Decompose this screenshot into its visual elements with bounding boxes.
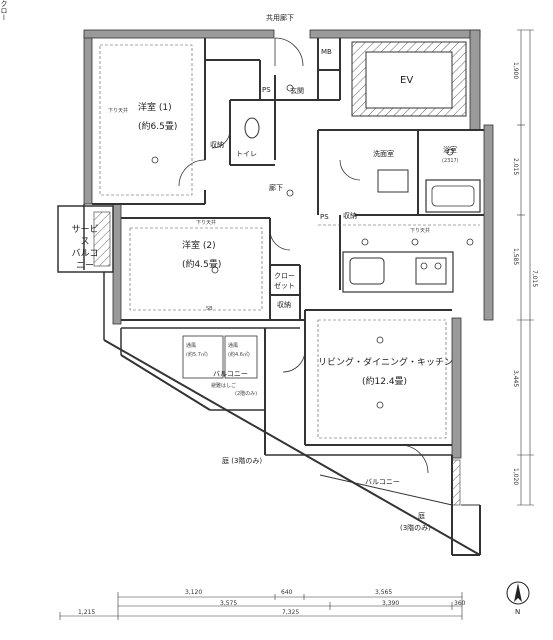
compass-label: N xyxy=(515,608,521,616)
garden-lower-label-a: 庭 xyxy=(418,512,425,520)
ps-mid-label: PS xyxy=(320,213,329,221)
closet-top-label: クロー xyxy=(0,0,8,21)
dim-top-1: 3,120 xyxy=(185,589,203,596)
ceiling-note-3: 下り天井 xyxy=(410,228,431,234)
balcony-upper-label: バルコニー xyxy=(213,370,248,378)
garden-upper-label: 庭 (3階のみ) xyxy=(222,457,263,465)
service-balcony-label-b: バルコニー xyxy=(71,249,99,271)
corridor-label: 廊下 xyxy=(269,184,283,192)
compass-icon xyxy=(506,581,530,605)
storage-toilet-label: 収納 xyxy=(210,141,224,149)
ldk-label: リビング・ダイニング・キッチン xyxy=(318,358,454,368)
dim-right-1: 1,900 xyxy=(512,62,519,80)
toilet-fixture xyxy=(244,117,260,139)
service-balcony-label: サービス バルコニー xyxy=(71,224,99,272)
shoji-lower-size: (約4.6㎡) xyxy=(228,352,250,358)
wash-basin xyxy=(377,169,409,193)
bathtub xyxy=(425,179,481,213)
washroom-label: 洗面室 xyxy=(373,150,394,158)
dim-right-6: 1,020 xyxy=(512,468,519,486)
service-balcony-label-a: サービス xyxy=(71,225,99,247)
ldk-size: (約12.4畳) xyxy=(362,377,408,387)
dim-top-3: 3,565 xyxy=(375,589,393,596)
storage-mid-label: 収納 xyxy=(277,301,291,309)
bathroom-size: (2317) xyxy=(442,158,459,164)
dim-mid-1: 3,575 xyxy=(220,600,238,607)
dim-right-5: 3,445 xyxy=(512,370,519,388)
bathroom-label: 浴室 xyxy=(443,146,457,154)
door-swings xyxy=(178,37,429,474)
shoji-lower-name: 通風 xyxy=(228,343,239,349)
dim-right-2: 2,015 xyxy=(512,158,519,176)
evac-note-2: (2階のみ) xyxy=(235,391,258,397)
ev-label: EV xyxy=(400,75,414,86)
western-room-1-label: 洋室 (1) xyxy=(138,103,172,113)
closet-mid-label-a: クロー xyxy=(274,272,295,280)
dim-right-4: 7,015 xyxy=(531,270,538,288)
mb-label: MB xyxy=(321,48,332,56)
kitchen-stove xyxy=(415,257,447,285)
evac-note: 避難はしご xyxy=(211,383,237,389)
ceiling-note-2: 下り天井 xyxy=(196,220,217,226)
western-room-2-size: (約4.5畳) xyxy=(182,260,222,270)
ceiling-lights xyxy=(151,84,474,409)
dimension-lines xyxy=(59,29,534,620)
north-compass: N xyxy=(505,580,531,620)
garden-lower-label-b: (3階のみ) xyxy=(400,524,431,532)
balcony-upper-area xyxy=(120,327,300,445)
dim-mid-3: 360 xyxy=(454,600,466,607)
kitchen-sink xyxy=(349,257,385,285)
western-room-2-label: 洋室 (2) xyxy=(182,241,216,251)
ceiling-note-1: 下り天井 xyxy=(108,108,129,114)
shoji-upper-name: 通風 xyxy=(186,343,197,349)
dim-right-3: 1,585 xyxy=(512,248,519,266)
balcony-lower-area xyxy=(264,445,481,556)
balcony-lower-label: バルコニー xyxy=(365,478,400,486)
dim-bottom-1: 1,215 xyxy=(78,609,96,616)
shoji-upper-size: (約5.7㎡) xyxy=(186,352,208,358)
service-balcony-area xyxy=(57,205,114,273)
dim-top-2: 640 xyxy=(281,589,293,596)
ps-top-label: PS xyxy=(262,86,271,94)
sb-note: SB xyxy=(206,306,213,312)
western-room-1-size: (約6.5畳) xyxy=(138,122,178,132)
dropped-ceiling-lines xyxy=(99,44,480,439)
dim-bottom-2: 7,325 xyxy=(282,609,300,616)
storage-wash-label: 収納 xyxy=(343,212,357,220)
toilet-label: トイレ xyxy=(236,150,257,158)
common-corridor-label: 共用廊下 xyxy=(266,14,294,22)
dim-mid-2: 3,390 xyxy=(382,600,400,607)
entrance-label: 玄関 xyxy=(290,87,304,95)
closet-mid-label-b: ゼット xyxy=(274,282,295,290)
